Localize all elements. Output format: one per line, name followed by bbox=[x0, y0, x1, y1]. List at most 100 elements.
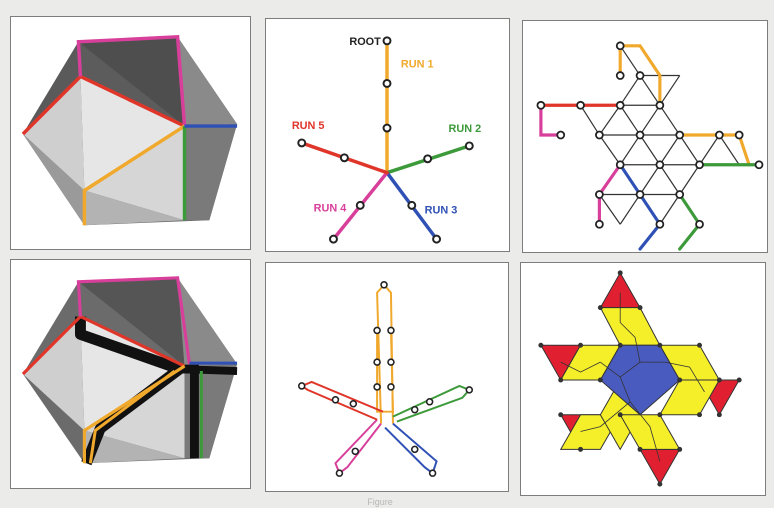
tree-node bbox=[432, 234, 442, 244]
run-tree-panel: ROOT RUN 1 RUN 2 RUN 3 RUN 4 RUN 5 bbox=[265, 18, 510, 252]
dual-tree bbox=[560, 292, 705, 462]
ico-face bbox=[177, 277, 238, 367]
net-node bbox=[615, 41, 625, 51]
net-vertex bbox=[657, 481, 663, 487]
outline-node bbox=[428, 469, 437, 477]
tree-node bbox=[382, 123, 392, 133]
net-vertex bbox=[697, 342, 702, 348]
outline-node bbox=[380, 281, 388, 289]
net-vertex bbox=[657, 412, 663, 418]
net-node bbox=[615, 71, 625, 80]
run-4-outline bbox=[334, 418, 382, 475]
net-node bbox=[635, 71, 645, 80]
run-3-path bbox=[618, 163, 662, 251]
net-vertex bbox=[597, 305, 603, 311]
ico-face bbox=[177, 36, 238, 127]
net-node bbox=[635, 190, 645, 199]
net-node bbox=[615, 100, 625, 110]
run-5-path bbox=[21, 74, 186, 136]
net-node bbox=[754, 160, 764, 170]
run-5-label: RUN 5 bbox=[292, 120, 325, 132]
tree-node bbox=[382, 78, 392, 88]
blue-face bbox=[599, 344, 681, 416]
net-node bbox=[595, 219, 604, 229]
red-face bbox=[639, 448, 681, 486]
outline-node bbox=[297, 382, 306, 390]
ico-face bbox=[78, 36, 185, 127]
icosahedron-cut-panel bbox=[10, 259, 251, 489]
ico-face bbox=[22, 133, 85, 226]
tree-node bbox=[355, 200, 365, 210]
colored-net-panel bbox=[520, 262, 766, 496]
net-vertex bbox=[697, 412, 702, 418]
ico-face bbox=[78, 36, 185, 127]
net-vertex bbox=[736, 377, 742, 383]
outline-node bbox=[373, 358, 381, 366]
outline-node bbox=[387, 326, 395, 335]
run-3-outline bbox=[384, 422, 438, 475]
yellow-face bbox=[599, 307, 661, 346]
unfolded-net-diagram bbox=[536, 41, 764, 251]
outline-node bbox=[410, 445, 419, 454]
net-vertex bbox=[716, 377, 722, 383]
net-node bbox=[556, 130, 566, 140]
outline-node bbox=[410, 405, 419, 414]
net-vertex bbox=[637, 305, 643, 311]
outline-node bbox=[351, 447, 360, 456]
run-4-path bbox=[76, 35, 187, 127]
tree-node bbox=[464, 141, 474, 151]
root-label: ROOT bbox=[349, 36, 381, 48]
ico-face bbox=[184, 124, 238, 221]
net-node bbox=[675, 130, 685, 140]
tree-node bbox=[423, 154, 433, 164]
run-tree-diagram: ROOT RUN 1 RUN 2 RUN 3 RUN 4 RUN 5 bbox=[292, 36, 481, 244]
run-outline-diagram bbox=[297, 281, 474, 477]
net-node bbox=[536, 100, 546, 110]
net-vertex bbox=[538, 342, 544, 348]
run-1-outline bbox=[376, 330, 394, 413]
run-1-path bbox=[88, 369, 176, 464]
net-vertex bbox=[617, 342, 623, 348]
ico-face bbox=[80, 76, 185, 191]
net-node bbox=[734, 130, 744, 140]
outline-node bbox=[425, 398, 434, 406]
net-vertex bbox=[677, 377, 683, 383]
figure-caption: Figure bbox=[367, 497, 393, 507]
run-4-path bbox=[76, 276, 192, 365]
ico-face bbox=[78, 277, 185, 367]
net-vertex bbox=[657, 342, 663, 348]
net-vertex bbox=[637, 446, 643, 452]
tree-node bbox=[339, 153, 349, 163]
run-outline-panel bbox=[265, 262, 509, 492]
cut-path bbox=[179, 365, 238, 375]
net-node bbox=[635, 130, 645, 140]
icosahedron-runs-panel bbox=[10, 16, 251, 250]
tree-node bbox=[407, 200, 417, 210]
ico-face bbox=[22, 76, 85, 191]
outline-node bbox=[387, 358, 395, 366]
outline-node bbox=[387, 383, 395, 391]
run-1-path bbox=[618, 44, 662, 107]
net-node bbox=[655, 100, 665, 110]
run-1-label: RUN 1 bbox=[401, 59, 434, 71]
net-node bbox=[655, 219, 665, 229]
outline-node bbox=[465, 386, 474, 394]
net-vertex bbox=[617, 270, 623, 276]
run-2-label: RUN 2 bbox=[448, 123, 481, 135]
ico-face bbox=[22, 41, 81, 134]
net-node bbox=[695, 160, 704, 170]
run-4-label: RUN 4 bbox=[314, 202, 347, 214]
icosahedron-cut-figure bbox=[21, 276, 238, 466]
net-vertex bbox=[716, 412, 722, 418]
ico-face bbox=[22, 316, 85, 431]
colored-net-diagram bbox=[538, 270, 742, 487]
net-vertex bbox=[558, 412, 564, 418]
run-4-path bbox=[539, 103, 563, 137]
icosahedron-runs-figure bbox=[21, 35, 238, 226]
unfolded-net-panel bbox=[522, 20, 768, 253]
net-vertex bbox=[677, 446, 683, 452]
root-node bbox=[382, 36, 392, 46]
net-node bbox=[595, 130, 604, 140]
net-vertex bbox=[558, 377, 564, 383]
run-3-label: RUN 3 bbox=[425, 204, 458, 216]
